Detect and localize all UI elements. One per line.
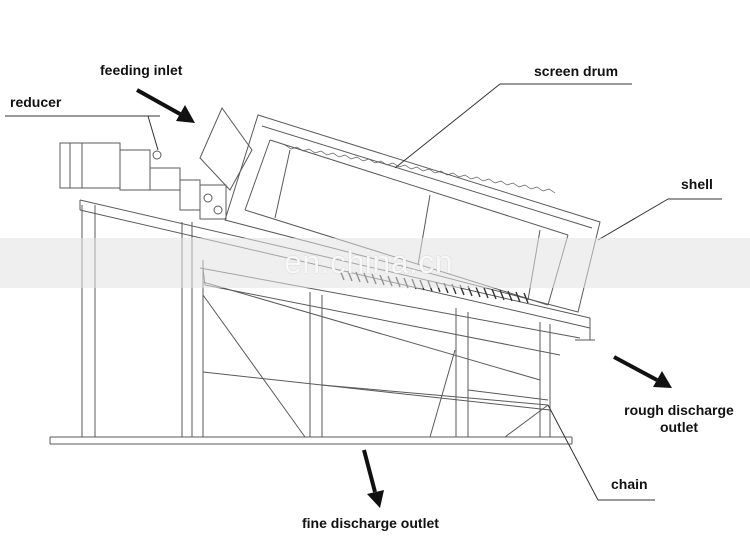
motor-reducer xyxy=(59,142,227,220)
screen-drum-leader-diag xyxy=(394,83,501,169)
shell-casing xyxy=(224,114,601,313)
braces xyxy=(202,281,551,438)
rough-discharge-arrow xyxy=(613,355,672,388)
watermark-text: en.china.cn xyxy=(284,244,454,280)
feeding-inlet-label: feeding inlet xyxy=(100,62,183,78)
rough-discharge-line1: rough discharge xyxy=(624,402,734,418)
watermark-band xyxy=(0,238,750,288)
shell-leader-diag xyxy=(597,198,669,241)
chain-label: chain xyxy=(611,476,648,492)
feeding-inlet-arrow xyxy=(136,88,195,123)
leader-lines xyxy=(5,83,722,501)
base-frame xyxy=(49,436,573,445)
arrows xyxy=(136,88,672,508)
rough-discharge-line2: outlet xyxy=(659,419,699,435)
reducer-leader-tail xyxy=(147,115,159,151)
chain-leader-diag xyxy=(547,404,599,501)
screen-mesh-top xyxy=(284,144,556,194)
fine-discharge-arrow xyxy=(362,449,384,508)
rough-discharge-label: rough discharge outlet xyxy=(612,402,746,436)
screen-drum-label: screen drum xyxy=(534,63,619,79)
shell-label: shell xyxy=(681,176,713,192)
feed-chute xyxy=(199,106,253,191)
fine-discharge-outlet-label: fine discharge outlet xyxy=(302,515,439,531)
reducer-label: reducer xyxy=(10,94,62,110)
